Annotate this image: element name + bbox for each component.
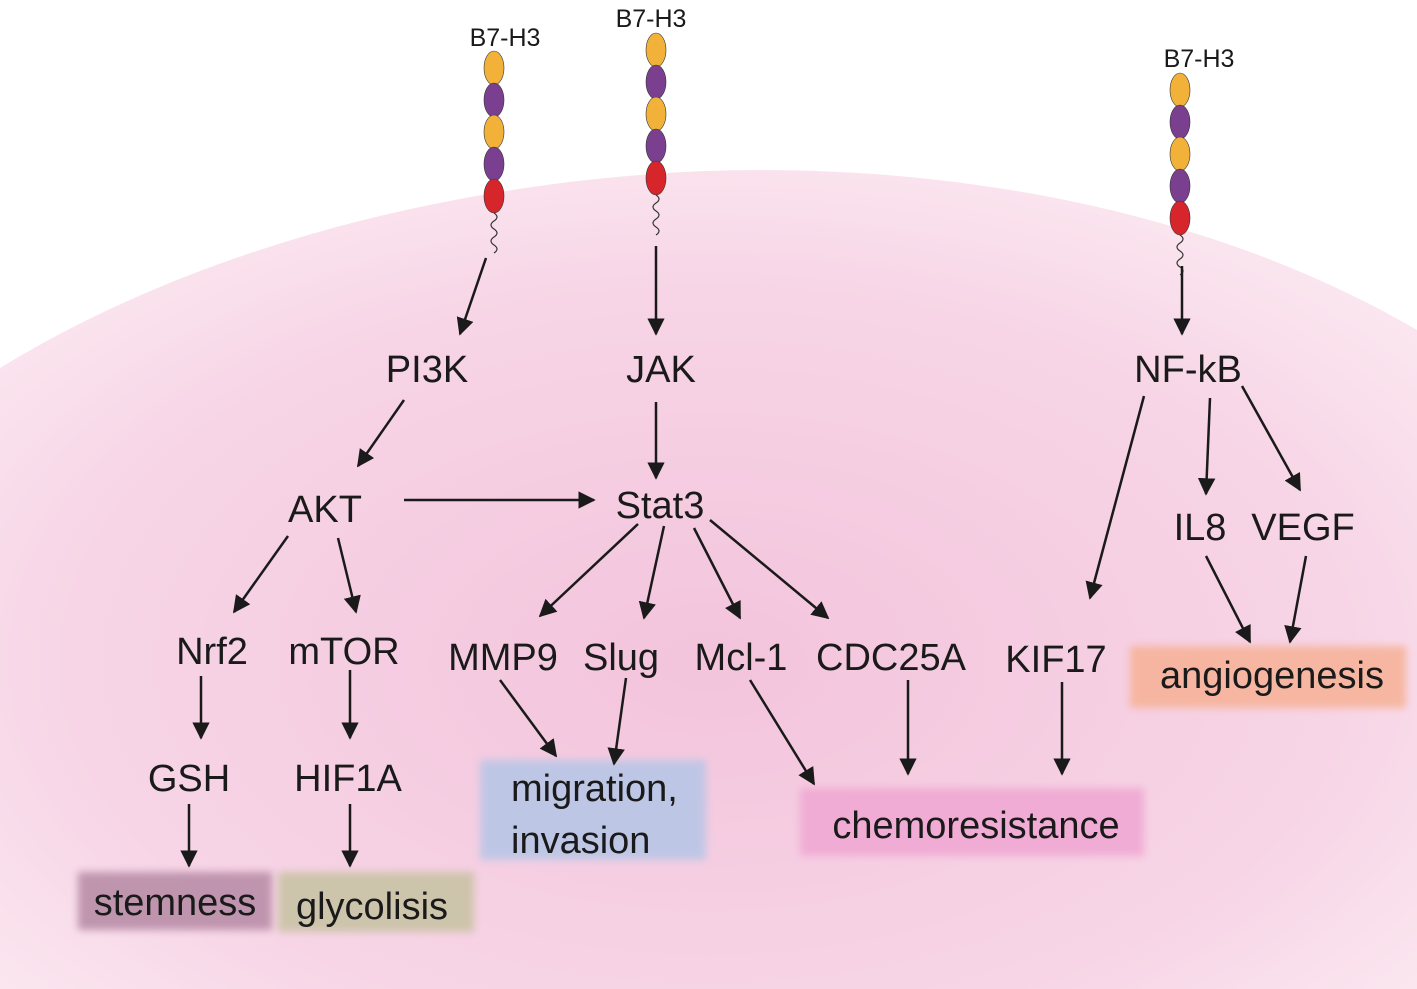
arrow-group	[180, 246, 1308, 868]
glycolisis-box	[278, 872, 474, 932]
pathway-arrow	[748, 679, 816, 786]
pathway-arrow	[356, 399, 406, 468]
ig-domain	[1169, 168, 1191, 204]
ig-domain	[483, 50, 505, 86]
node-pi3k: PI3K	[386, 349, 468, 391]
node-nfkb: NF-kB	[1134, 349, 1242, 391]
node-stat3: Stat3	[616, 485, 705, 527]
receptor-3: B7-H3	[1164, 45, 1235, 276]
receptor-label: B7-H3	[1164, 45, 1235, 73]
pathway-arrow	[1284, 555, 1308, 644]
ig-domain	[1169, 72, 1191, 108]
pathway-arrow	[1197, 397, 1216, 496]
pathway-arrow	[538, 523, 639, 618]
chemoresistance-box	[800, 788, 1144, 856]
ig-domain	[1169, 104, 1191, 140]
cytoplasmic-tail	[652, 194, 660, 236]
outcome-migration-line1: migration,	[511, 768, 678, 810]
outcome-chemoresistance: chemoresistance	[832, 805, 1119, 847]
node-jak: JAK	[626, 349, 696, 391]
outcome-angiogenesis: angiogenesis	[1160, 655, 1384, 697]
node-hif1a: HIF1A	[294, 758, 402, 800]
ig-domain	[645, 128, 667, 164]
node-vegf: VEGF	[1251, 507, 1354, 549]
node-mcl1: Mcl-1	[695, 637, 788, 679]
pathway-arrow	[498, 679, 558, 758]
ig-domain	[1169, 136, 1191, 172]
node-akt: AKT	[288, 489, 362, 531]
pathway-arrow	[709, 519, 830, 620]
pathway-arrow	[456, 257, 488, 336]
pathway-arrow	[336, 537, 361, 614]
migration-box	[480, 760, 706, 860]
pathway-arrow	[1240, 385, 1302, 492]
receptor-1: B7-H3	[470, 24, 541, 254]
pathway-arrow	[1085, 395, 1146, 600]
receptor-2: B7-H3	[616, 5, 687, 236]
node-slug: Slug	[583, 637, 659, 679]
stemness-box	[78, 872, 272, 930]
transmembrane-domain	[483, 178, 505, 214]
node-nrf2: Nrf2	[176, 631, 248, 673]
transmembrane-domain	[645, 160, 667, 196]
angiogenesis-box	[1130, 646, 1406, 708]
node-mtor: mTOR	[288, 631, 399, 673]
node-kif17: KIF17	[1005, 639, 1106, 681]
node-cdc25a: CDC25A	[816, 637, 967, 679]
outcome-migration-line2: invasion	[511, 820, 650, 862]
pathway-arrow	[607, 677, 628, 766]
node-il8: IL8	[1174, 507, 1227, 549]
ig-domain	[645, 32, 667, 68]
ig-domain	[483, 146, 505, 182]
receptor-label: B7-H3	[616, 5, 687, 33]
ig-domain	[645, 64, 667, 100]
outcome-glycolisis: glycolisis	[296, 886, 448, 928]
pathway-arrow	[638, 525, 666, 620]
node-gsh: GSH	[148, 758, 230, 800]
transmembrane-domain	[1169, 200, 1191, 236]
pathway-arrow	[1204, 555, 1252, 644]
cell-membrane	[0, 170, 1417, 989]
ig-domain	[483, 114, 505, 150]
ig-domain	[483, 82, 505, 118]
pathway-arrow	[692, 527, 742, 620]
pathway-arrow	[232, 535, 290, 614]
node-mmp9: MMP9	[448, 637, 558, 679]
ig-domain	[645, 96, 667, 132]
receptor-label: B7-H3	[470, 24, 541, 52]
cytoplasmic-tail	[490, 212, 498, 254]
outcome-stemness: stemness	[94, 882, 257, 924]
